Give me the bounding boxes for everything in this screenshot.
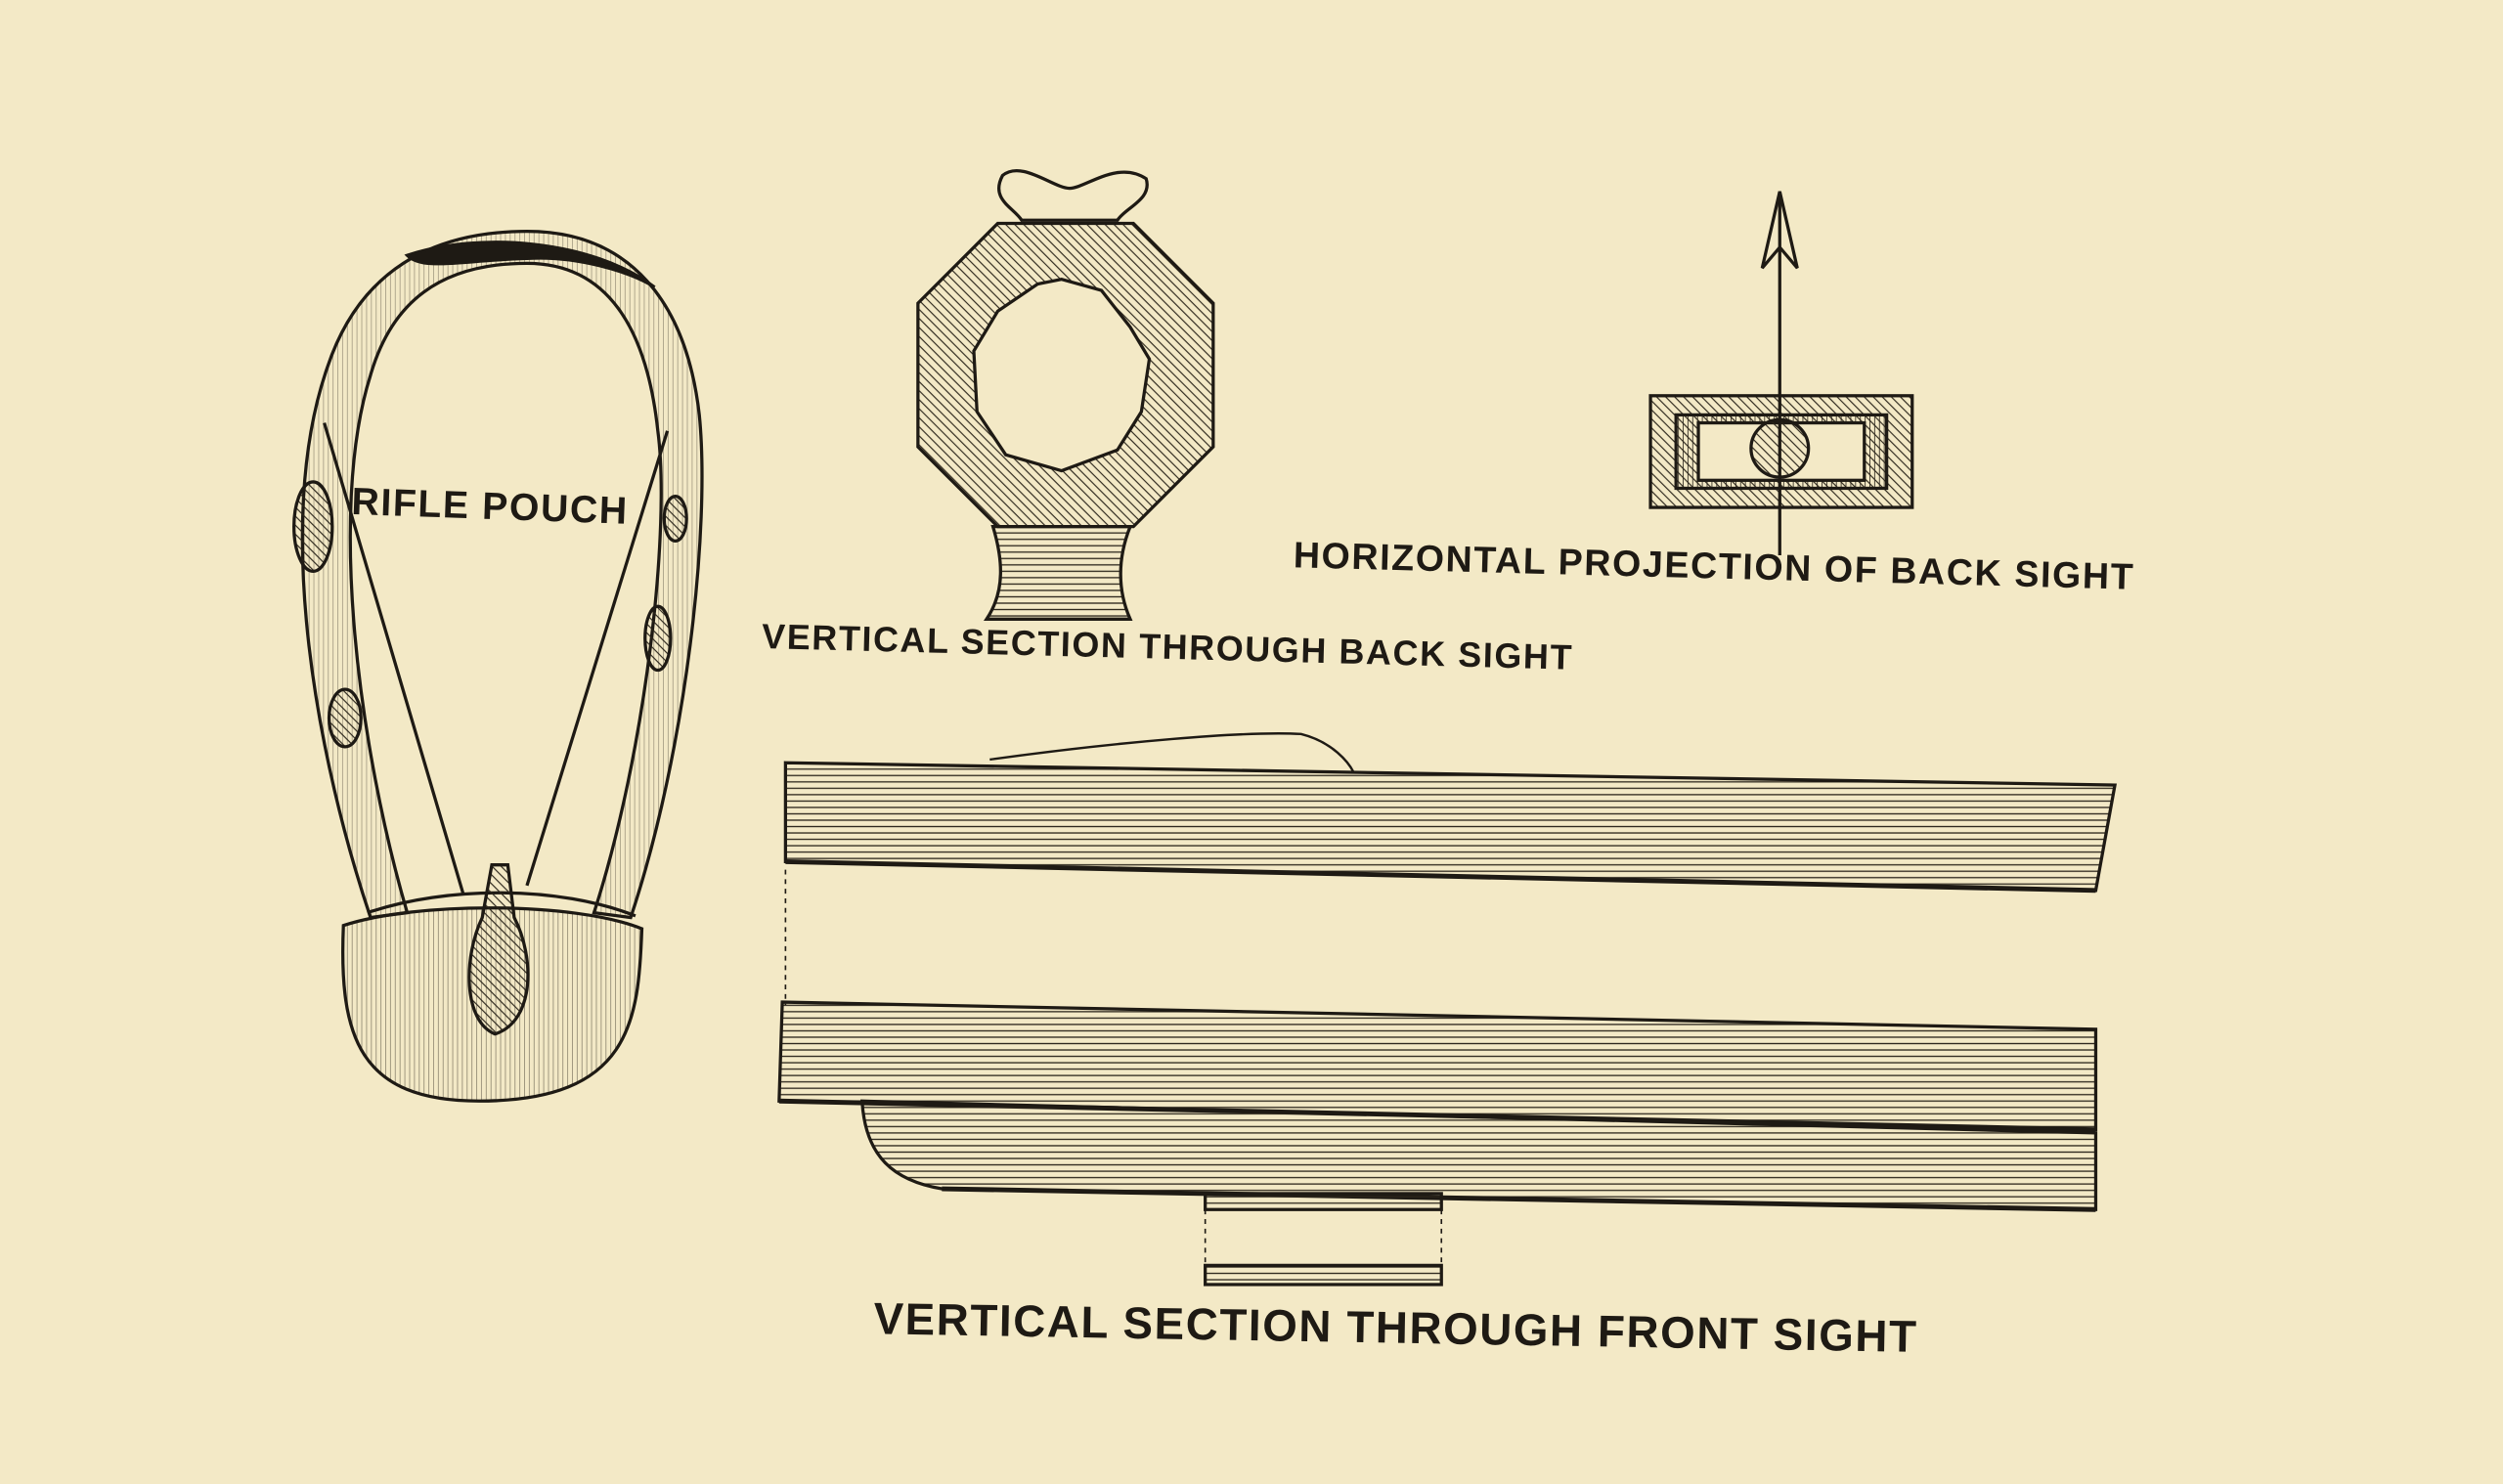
- back-sight-section-drawing: [916, 169, 1215, 621]
- rifle-pouch-drawing: [292, 230, 704, 1103]
- front-sight-section-drawing: [777, 732, 2118, 1287]
- rifle-pouch-label: RIFLE POUCH: [351, 481, 630, 533]
- back-sight-projection-drawing: [1648, 191, 1914, 556]
